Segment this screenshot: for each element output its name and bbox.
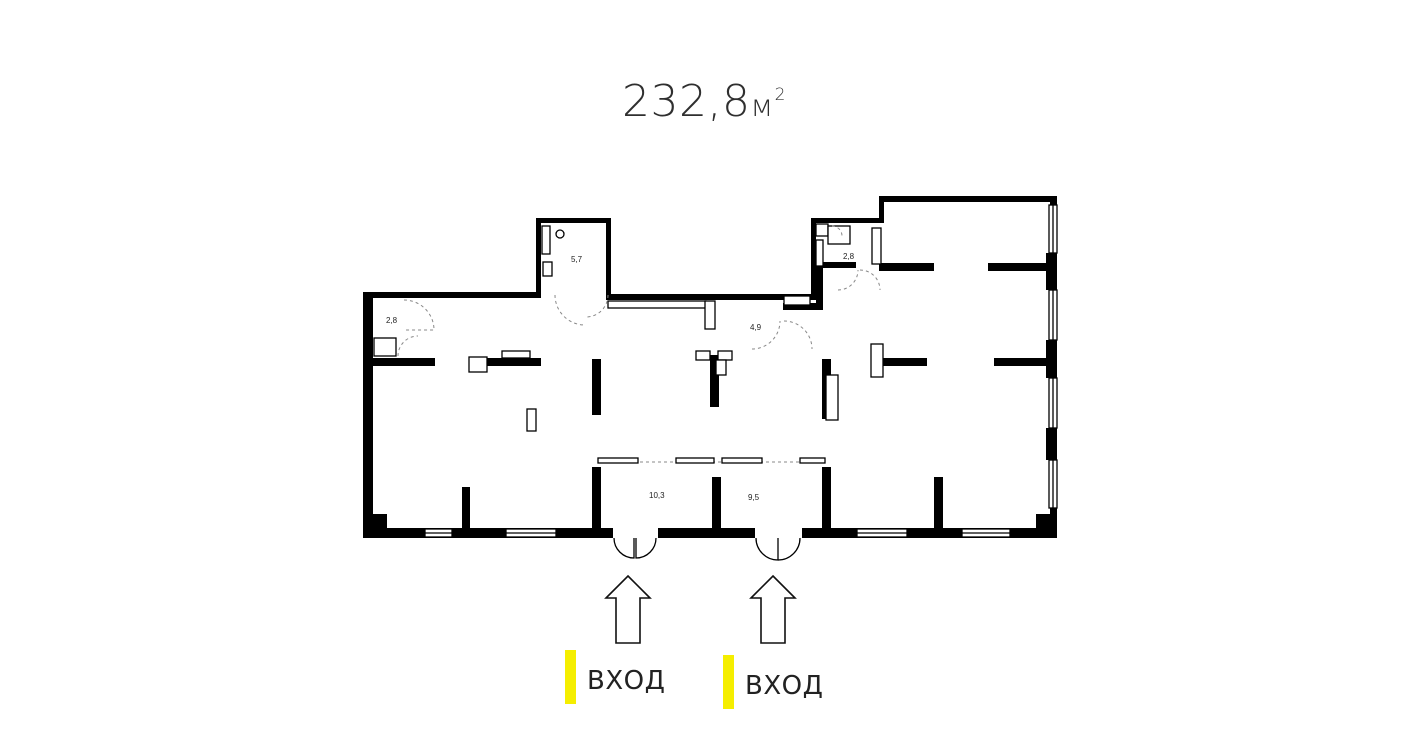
area-title: 232,8м2 <box>0 76 1408 127</box>
right-piers <box>1046 253 1057 460</box>
arrow-up-icon <box>604 574 652 644</box>
entrance-label: ВХОД <box>745 671 823 701</box>
room-area-label: 2,8 <box>386 316 398 325</box>
entrance-right: ВХОД <box>723 655 823 709</box>
room-area-label: 2,8 <box>843 252 855 261</box>
interior-walls <box>373 262 1050 529</box>
area-unit-superscript: 2 <box>774 85 786 105</box>
door-swings <box>397 225 881 561</box>
wall-top-left <box>363 292 540 298</box>
wall-wc2-left <box>811 218 816 300</box>
room-area-label: 9,5 <box>748 493 760 502</box>
room-area-label: 4,9 <box>750 323 762 332</box>
wall-wc1-left <box>536 218 541 298</box>
bottom-windows <box>424 527 1011 539</box>
wall-wc2-top <box>811 218 883 223</box>
corner-bl <box>373 514 387 528</box>
entrance-left: ВХОД <box>565 650 665 704</box>
room-area-label: 5,7 <box>571 255 583 264</box>
arrow-up-icon <box>749 574 797 644</box>
entrance-marker <box>565 650 576 704</box>
corner-br <box>1036 514 1050 528</box>
wall-top-right <box>879 196 1057 202</box>
wall-wc1-right <box>606 218 611 298</box>
wall-left <box>363 292 373 538</box>
entrance-arrow-right <box>749 574 797 644</box>
room-labels: 2,8 5,7 4,9 2,8 10,3 9,5 <box>386 252 855 502</box>
area-value: 232,8 <box>622 76 751 127</box>
fixtures <box>373 223 884 464</box>
wall-top-middle <box>606 294 816 300</box>
wall-step <box>879 196 884 223</box>
entrance-marker <box>723 655 734 709</box>
entrance-label: ВХОД <box>587 666 665 696</box>
area-unit: м <box>750 89 774 124</box>
room-area-label: 10,3 <box>649 491 665 500</box>
wall-wc1-top <box>536 218 611 223</box>
wall-bottom <box>363 528 1057 538</box>
entrance-arrow-left <box>604 574 652 644</box>
